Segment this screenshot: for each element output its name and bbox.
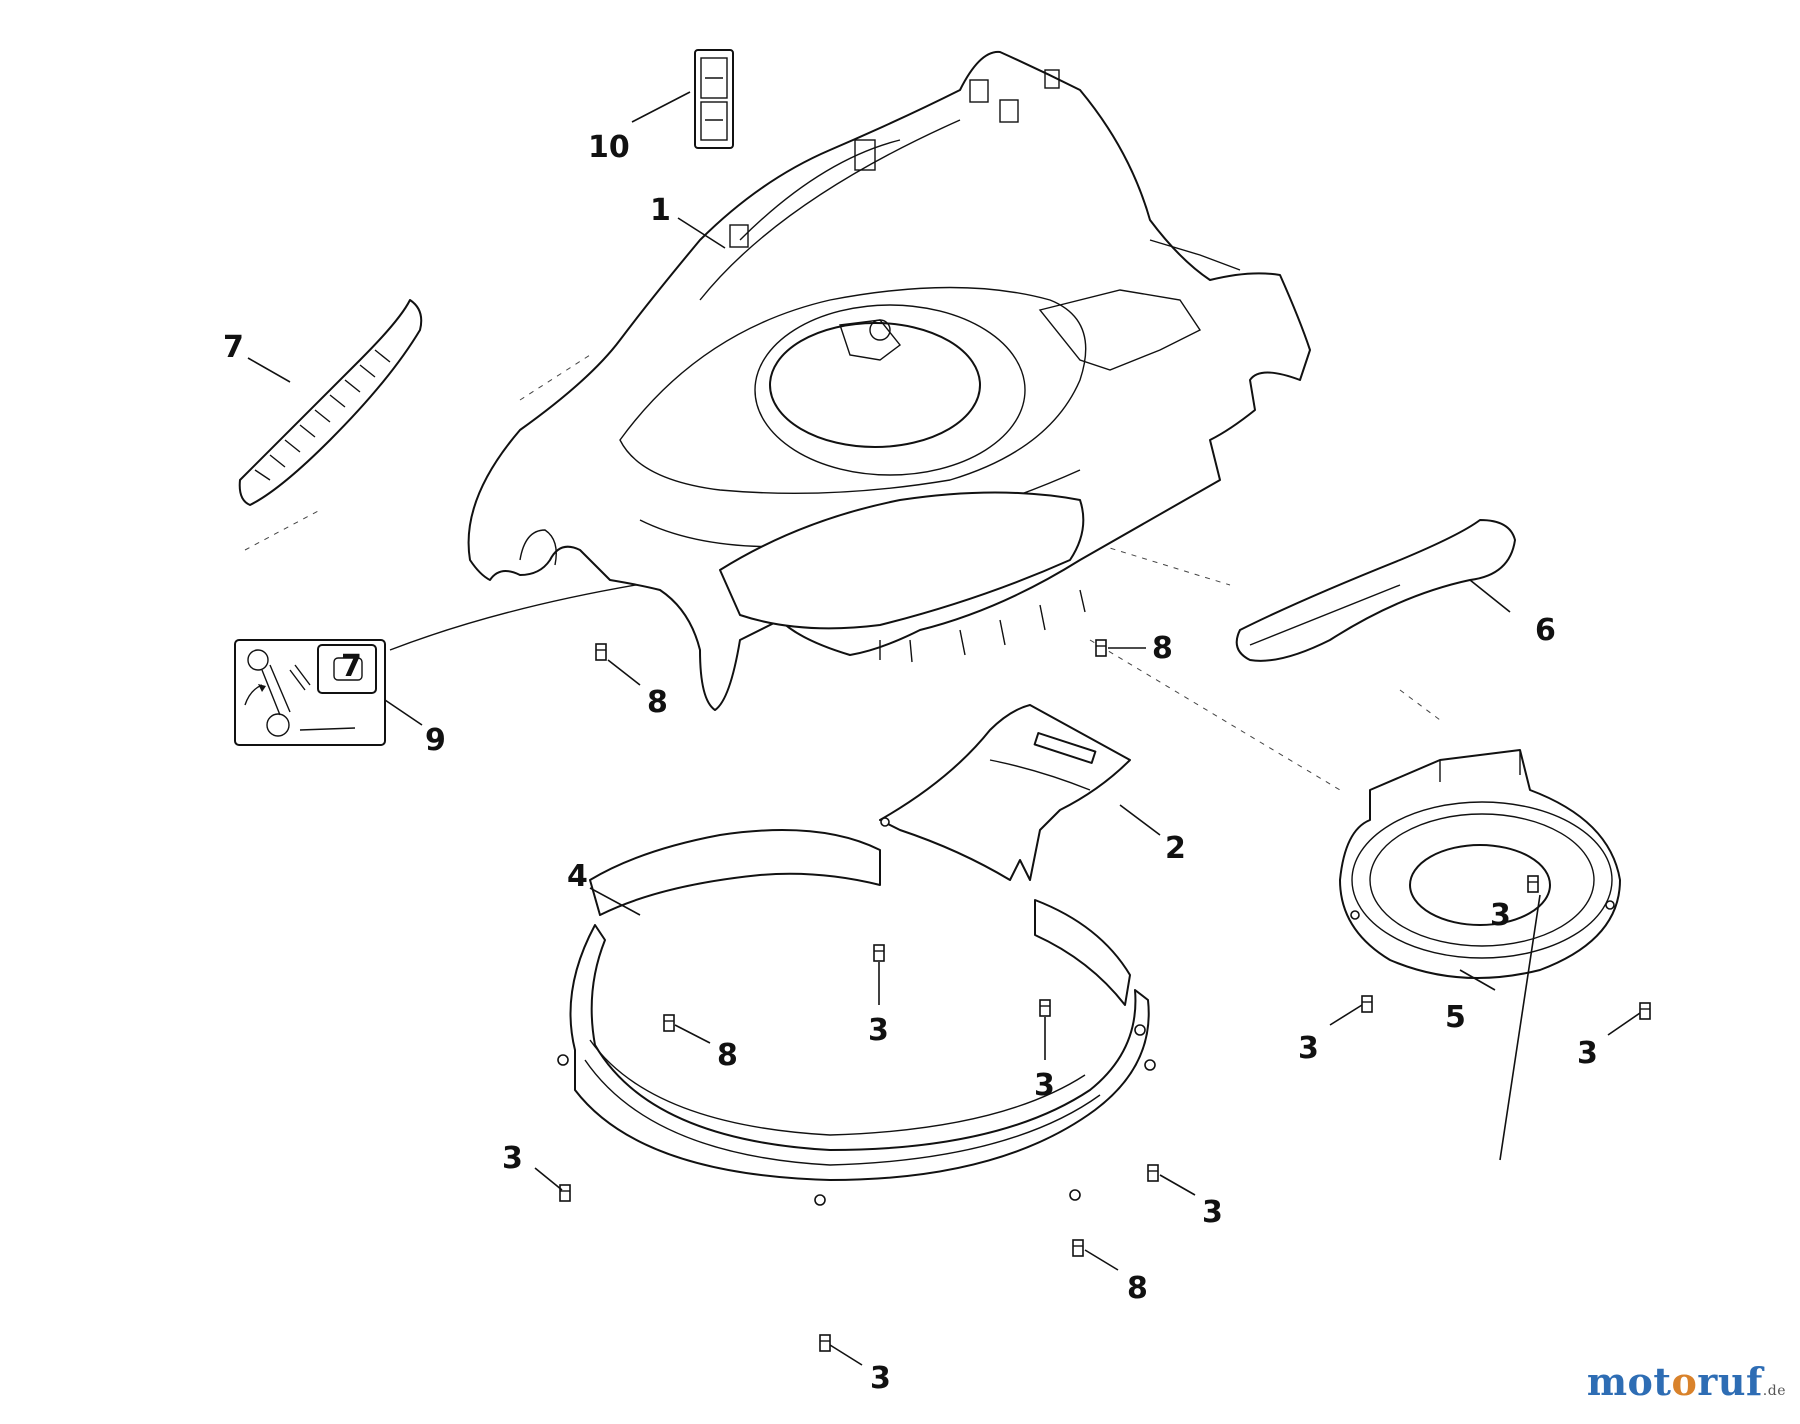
part-9-instruction-decal: 7 [234,639,386,746]
watermark-logo: motoruf.de [1586,1359,1786,1404]
screw-3d [1361,995,1373,1013]
part-5-fan-disk [1339,749,1621,979]
part-2-deflector [879,704,1131,881]
leader-lines [247,91,1641,1366]
callout-8-ring: 8 [717,1038,738,1073]
callout-8-bottom: 8 [1127,1271,1148,1306]
callout-3-bottom: 3 [870,1361,891,1396]
screw-3e [1639,1002,1651,1020]
callout-1: 1 [650,193,671,228]
callout-6: 6 [1535,613,1556,648]
screw-3g [1147,1164,1159,1182]
screw-8a [595,643,607,661]
callout-3-ring-right: 3 [1034,1068,1055,1103]
part-6-handle-cover [1235,519,1516,662]
callout-3-lower-left: 3 [502,1141,523,1176]
part-1-mower-deck [467,50,1311,711]
part-7-rear-strip [238,299,423,506]
screw-3f [559,1184,571,1202]
callout-9: 9 [425,723,446,758]
callout-3-fan-center: 3 [1490,898,1511,933]
screw-3b [1039,999,1051,1017]
callout-3-lower-right: 3 [1202,1195,1223,1230]
screw-8b [1095,639,1107,657]
part-4-skirt-ring [557,829,1156,1206]
callout-2: 2 [1165,831,1186,866]
screw-3h [819,1334,831,1352]
part-10-label-sticker [694,49,734,149]
callout-4: 4 [567,859,588,894]
screws [559,639,1651,1352]
callout-labels: 10 1 7 6 8 8 9 2 4 3 3 3 8 5 3 3 3 3 8 3 [223,130,1598,1396]
callout-3-fan-right: 3 [1577,1036,1598,1071]
callout-8-top-right: 8 [1152,631,1173,666]
callout-8-top-left: 8 [647,685,668,720]
callout-7: 7 [223,330,244,365]
decal-number: 7 [341,649,362,684]
callout-10: 10 [588,130,630,165]
screw-3c [1527,875,1539,893]
callout-5: 5 [1445,1000,1466,1035]
callout-3-ring-left: 3 [868,1013,889,1048]
screw-8c [663,1014,675,1032]
screw-3a [873,944,885,962]
callout-3-fan-left: 3 [1298,1031,1319,1066]
screw-8d [1072,1239,1084,1257]
